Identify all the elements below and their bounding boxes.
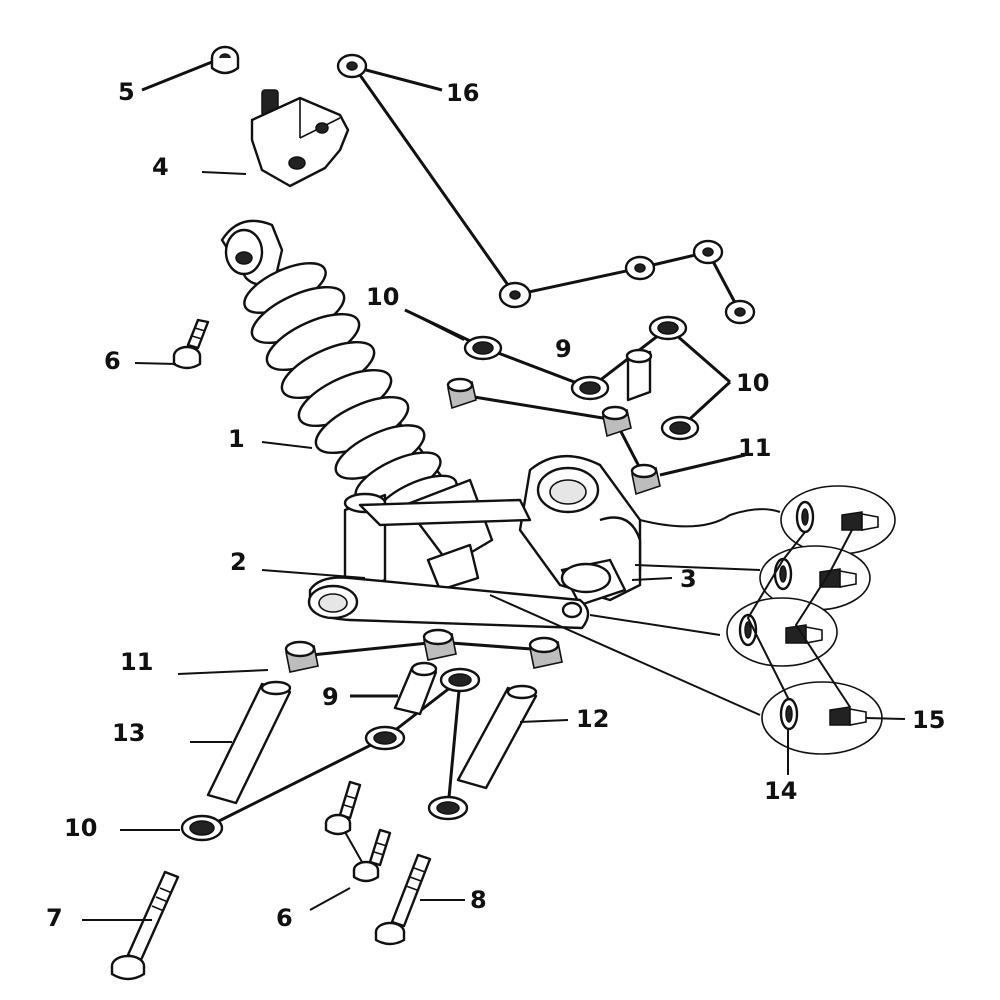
washer-10-lower-a <box>439 667 481 693</box>
callout-14: 14 <box>764 777 797 805</box>
washer-10-lower-d <box>180 814 224 842</box>
callout-4: 4 <box>152 153 169 181</box>
washer-10-upper-d <box>660 415 700 441</box>
sleeve-9-upper <box>625 348 653 402</box>
grease-fitting-group <box>489 485 896 755</box>
long-bolt-part-7 <box>110 870 180 981</box>
rod-part-13 <box>206 680 292 805</box>
nut-16d <box>692 239 724 265</box>
detail-circle-d <box>761 681 883 755</box>
bushings-upper <box>404 308 732 496</box>
bushing-11-lower-c <box>528 636 563 669</box>
long-bolt-part-8 <box>374 853 432 946</box>
callout-labels: 5 16 4 10 9 6 10 1 11 2 3 11 9 13 12 15 … <box>46 78 945 932</box>
callout-15: 15 <box>912 706 945 734</box>
callout-10-upper-right: 10 <box>736 369 769 397</box>
detail-circle-a <box>780 485 896 555</box>
bolt-part-6-lower-a <box>324 780 362 836</box>
nut-16b <box>498 281 532 309</box>
callout-2: 2 <box>230 548 247 576</box>
callout-6-upper: 6 <box>104 347 121 375</box>
mounting-bracket-part-4 <box>250 89 350 188</box>
linkage-part-2-and-rocker-part-3 <box>307 454 642 630</box>
bushing-11-upper-b <box>601 405 632 438</box>
callout-8: 8 <box>470 886 487 914</box>
detail-circle-c <box>726 597 838 667</box>
sleeve-9-lower <box>393 661 438 716</box>
nut-16e <box>724 299 756 325</box>
washer-10-upper-c <box>648 315 688 341</box>
callout-12: 12 <box>576 705 609 733</box>
nut-part-5 <box>210 45 240 75</box>
bolt-part-6-lower-b <box>352 828 392 883</box>
callout-10-upper-left: 10 <box>366 283 399 311</box>
detail-circle-b <box>759 545 871 611</box>
washer-10-lower-b <box>364 725 406 751</box>
callout-6-lower: 6 <box>276 904 293 932</box>
callout-5: 5 <box>118 78 135 106</box>
washer-10-upper-a <box>463 335 503 361</box>
nut-16a <box>336 53 368 79</box>
bushing-11-lower-b <box>422 628 457 661</box>
callout-11-lower: 11 <box>120 648 153 676</box>
callout-3: 3 <box>680 565 697 593</box>
bolt-part-6-upper <box>172 318 210 370</box>
shock-absorber-part-1 <box>220 219 494 592</box>
callout-1: 1 <box>228 425 245 453</box>
nut-16c <box>624 255 656 281</box>
callout-11-upper: 11 <box>738 434 771 462</box>
spring-coils <box>243 262 458 526</box>
washer-10-upper-b <box>570 375 610 401</box>
callout-9-lower: 9 <box>322 683 339 711</box>
callout-leaders <box>82 60 906 921</box>
washer-10-lower-c <box>427 795 469 821</box>
callout-9-upper: 9 <box>555 335 572 363</box>
bushing-11-lower-a <box>284 640 319 673</box>
callout-10-lower: 10 <box>64 814 97 842</box>
callout-7: 7 <box>46 904 63 932</box>
rod-part-12 <box>456 684 538 790</box>
bushing-11-upper-a <box>446 377 477 410</box>
bushing-11-upper-c <box>630 463 661 496</box>
callout-16: 16 <box>446 79 479 107</box>
nut-group-part-16 <box>336 53 756 325</box>
callout-13: 13 <box>112 719 145 747</box>
bushings-lower <box>180 628 563 842</box>
